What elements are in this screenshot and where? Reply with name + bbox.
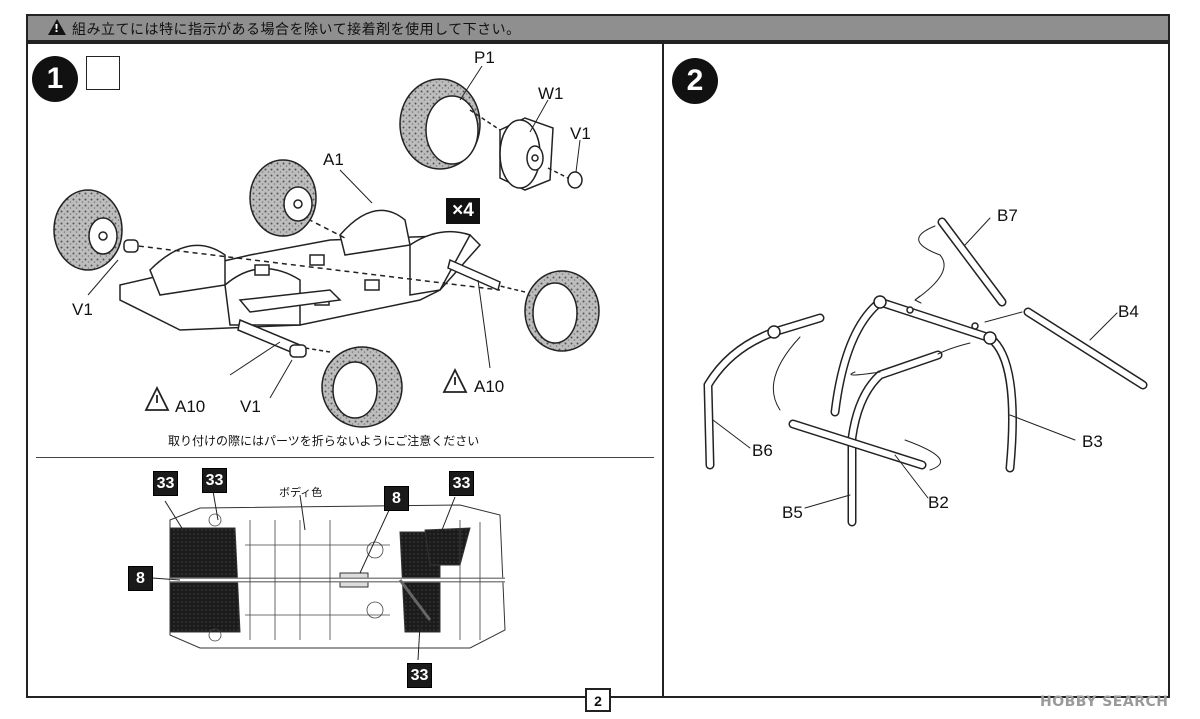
- panel-divider: [36, 457, 654, 458]
- part-label-v1-top: V1: [570, 124, 591, 143]
- color-code-box: 8: [128, 566, 153, 591]
- wheel-bottom: [289, 344, 403, 428]
- color-code-box: 33: [449, 471, 474, 496]
- part-label-v1-left: V1: [72, 300, 93, 319]
- step-number-1: 1: [32, 56, 78, 102]
- notice-text: 組み立てには特に指示がある場合を除いて接着剤を使用して下さい。: [72, 22, 521, 38]
- color-code-box: 8: [384, 486, 409, 511]
- part-b5: [847, 350, 943, 527]
- part-b7: [937, 217, 1007, 307]
- wheel-rear-top: [249, 159, 317, 237]
- axle-a10: [129, 214, 526, 357]
- quantity-multiplier: ×4: [446, 198, 480, 224]
- page-number: 2: [585, 688, 611, 712]
- wheel-front-right: [524, 270, 600, 352]
- warning-icon: [48, 19, 66, 35]
- caution-triangle-icons: [144, 367, 468, 411]
- color-code-box: 33: [153, 471, 178, 496]
- underside-paint-guide: [151, 490, 506, 661]
- wheel-exploded-p1-w1-v1: [399, 78, 583, 191]
- part-label-a1: A1: [323, 150, 344, 169]
- part-label-v1-bottom: V1: [240, 397, 261, 416]
- color-code-box: 33: [202, 468, 227, 493]
- wheel-left: [53, 189, 139, 271]
- watermark: HOBBY SEARCH: [1040, 694, 1169, 710]
- part-b2: [788, 419, 927, 470]
- part-label-b4: B4: [1118, 302, 1139, 321]
- part-b3: [830, 296, 1017, 473]
- chassis-a1: [119, 209, 482, 331]
- part-b4: [1023, 307, 1148, 390]
- step-2-panel: [662, 42, 1170, 698]
- notice-header: 組み立てには特に指示がある場合を除いて接着剤を使用して下さい。: [26, 14, 1170, 42]
- part-label-b6: B6: [752, 441, 773, 460]
- part-label-b2: B2: [928, 493, 949, 512]
- part-label-a10-left: A10: [175, 397, 206, 416]
- body-color-label: ボディ色: [279, 486, 323, 499]
- part-label-p1: P1: [474, 48, 495, 67]
- part-label-b3: B3: [1082, 432, 1103, 451]
- roll-cage-parts: [703, 217, 1148, 527]
- step-number-2: 2: [672, 58, 718, 104]
- color-code-box: 33: [407, 663, 432, 688]
- part-label-w1: W1: [538, 84, 564, 103]
- step1-leader-lines: [87, 65, 581, 399]
- part-label-b7: B7: [997, 206, 1018, 225]
- part-label-b5: B5: [782, 503, 803, 522]
- caution-note: 取り付けの際にはパーツを折らないようにご注意ください: [168, 434, 480, 448]
- part-label-a10-right: A10: [474, 377, 505, 396]
- tool-box-icon: [86, 56, 120, 90]
